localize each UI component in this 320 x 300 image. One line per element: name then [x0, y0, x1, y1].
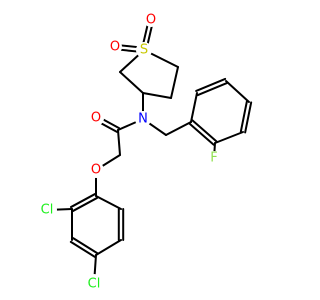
atom-label-layer: S O O N O O F Cl	[37, 13, 221, 294]
double-bond-line	[244, 101, 253, 134]
fluorine-label: F	[210, 151, 217, 166]
single-bond-line	[225, 80, 250, 103]
carbonyl-oxygen-label: O	[91, 111, 101, 126]
single-bond-line	[119, 71, 144, 94]
chlorine-ortho-label: Cl	[41, 203, 54, 218]
carbonyl-oxygen-atom: O	[88, 110, 104, 126]
chlorine-ortho-atom: Cl	[37, 200, 57, 220]
fluorine-atom: F	[207, 151, 221, 166]
single-bond-line	[117, 129, 121, 156]
amide-nitrogen-label: N	[138, 112, 148, 127]
sulfone-oxygen-top-label: O	[146, 13, 156, 28]
single-bond-line	[95, 239, 122, 256]
sulfur-label: S	[140, 43, 148, 58]
double-bond-line	[239, 100, 248, 133]
double-bond-line	[69, 240, 96, 258]
single-bond-line	[214, 131, 244, 144]
sulfur-atom: S	[136, 42, 152, 58]
single-bond-line	[170, 66, 179, 99]
chlorine-para-atom: Cl	[84, 274, 104, 294]
sulfone-oxygen-top-atom: O	[144, 13, 158, 28]
ether-oxygen-atom: O	[88, 162, 104, 178]
sulfone-oxygen-left-atom: O	[108, 40, 122, 55]
single-bond-line	[165, 121, 192, 136]
double-bond-line	[72, 237, 99, 255]
ether-oxygen-label: O	[91, 163, 101, 178]
double-bond-line	[196, 82, 228, 97]
sulfone-oxygen-left-label: O	[110, 40, 120, 55]
double-bond-line	[191, 119, 218, 143]
double-bond-line	[188, 122, 215, 146]
chlorine-para-label: Cl	[88, 277, 101, 292]
bond-layer	[46, 18, 253, 285]
double-bond-line	[72, 196, 99, 212]
single-bond-line	[142, 92, 172, 99]
molecule-structure: S O O N O O F Cl	[37, 12, 253, 294]
double-bond-line	[69, 193, 96, 209]
single-bond-line	[190, 92, 198, 123]
double-bond-line	[195, 77, 227, 92]
amide-nitrogen-atom: N	[135, 111, 151, 127]
single-bond-line	[95, 195, 122, 210]
